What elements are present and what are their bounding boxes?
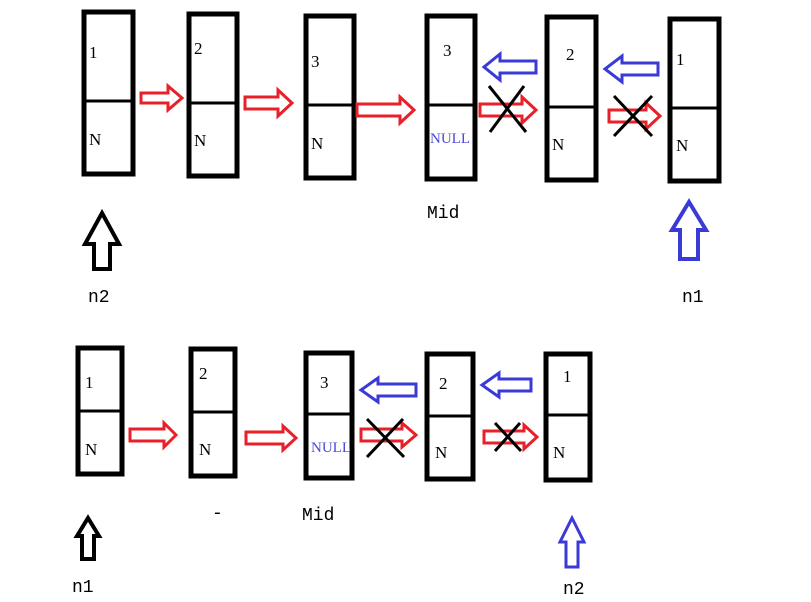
- top-red-arrow-4-crossed: [478, 93, 539, 127]
- top-mid-label: Mid: [427, 204, 459, 224]
- bottom-n1-up-arrow: [73, 514, 103, 561]
- bottom-red-arrow-1: [128, 419, 179, 451]
- top-node-mid-next-null: NULL: [430, 131, 470, 147]
- bottom-node-2-next: N: [199, 440, 211, 459]
- top-node-6-value: 1: [676, 50, 685, 69]
- bottom-blue-arrow-2: [479, 370, 533, 400]
- bottom-node-mid-next-null: NULL: [311, 440, 351, 456]
- top-n2-label: n2: [88, 288, 110, 308]
- bottom-red-arrow-4-crossed: [482, 421, 540, 453]
- bottom-node-5-value: 1: [563, 367, 572, 386]
- top-cross-mark-1: [487, 85, 528, 133]
- bottom-cross-mark-1: [365, 417, 406, 459]
- bottom-n2-label: n2: [563, 580, 585, 600]
- bottom-node-1: 1 N: [75, 345, 125, 477]
- bottom-red-arrow-3-crossed: [359, 419, 419, 451]
- top-blue-arrow-1: [481, 50, 538, 84]
- bottom-node-2: 2 N: [188, 346, 238, 479]
- top-node-mid-value: 3: [443, 41, 452, 60]
- top-node-1-next: N: [89, 130, 101, 149]
- bottom-cross-mark-2: [493, 421, 523, 453]
- bottom-node-2-value: 2: [199, 364, 208, 383]
- top-node-1-value: 1: [89, 43, 98, 62]
- bottom-n2-up-arrow: [557, 514, 587, 569]
- bottom-blue-arrow-1: [358, 375, 418, 405]
- top-node-3: 3 N: [303, 13, 357, 181]
- bottom-n1-label: n1: [72, 578, 94, 598]
- top-node-2-value: 2: [194, 39, 203, 58]
- bottom-node-4: 2 N: [424, 351, 476, 482]
- top-node-3-next: N: [311, 134, 323, 153]
- top-node-6: 1 N: [667, 16, 722, 184]
- top-red-arrow-3: [355, 93, 417, 127]
- top-cross-mark-2: [612, 94, 654, 138]
- top-node-6-next: N: [676, 136, 688, 155]
- bottom-red-arrow-2: [244, 422, 299, 454]
- top-node-2: 2 N: [186, 11, 240, 179]
- top-node-5-next: N: [552, 135, 564, 154]
- bottom-mid-label: Mid: [302, 506, 334, 526]
- top-node-3-value: 3: [311, 52, 320, 71]
- top-red-arrow-5-crossed: [607, 99, 663, 133]
- bottom-stray-mark: -: [212, 504, 223, 524]
- top-red-arrow-2: [243, 86, 295, 120]
- top-blue-arrow-2: [602, 52, 660, 86]
- top-node-mid: 3 NULL: [424, 13, 478, 182]
- top-node-2-next: N: [194, 131, 206, 150]
- top-node-5: 2 N: [544, 14, 599, 183]
- bottom-node-5: 1 N: [543, 351, 593, 483]
- top-n2-up-arrow: [81, 208, 123, 271]
- bottom-node-mid: 3 NULL: [303, 350, 355, 481]
- top-n1-up-arrow: [668, 198, 710, 261]
- top-red-arrow-1: [139, 82, 185, 114]
- bottom-node-4-next: N: [435, 443, 447, 462]
- top-n1-label: n1: [682, 288, 704, 308]
- bottom-node-4-value: 2: [439, 374, 448, 393]
- top-node-1: 1 N: [81, 9, 136, 177]
- top-node-5-value: 2: [566, 45, 575, 64]
- bottom-node-mid-value: 3: [320, 373, 329, 392]
- bottom-node-5-next: N: [553, 443, 565, 462]
- bottom-node-1-next: N: [85, 440, 97, 459]
- bottom-node-1-value: 1: [85, 373, 94, 392]
